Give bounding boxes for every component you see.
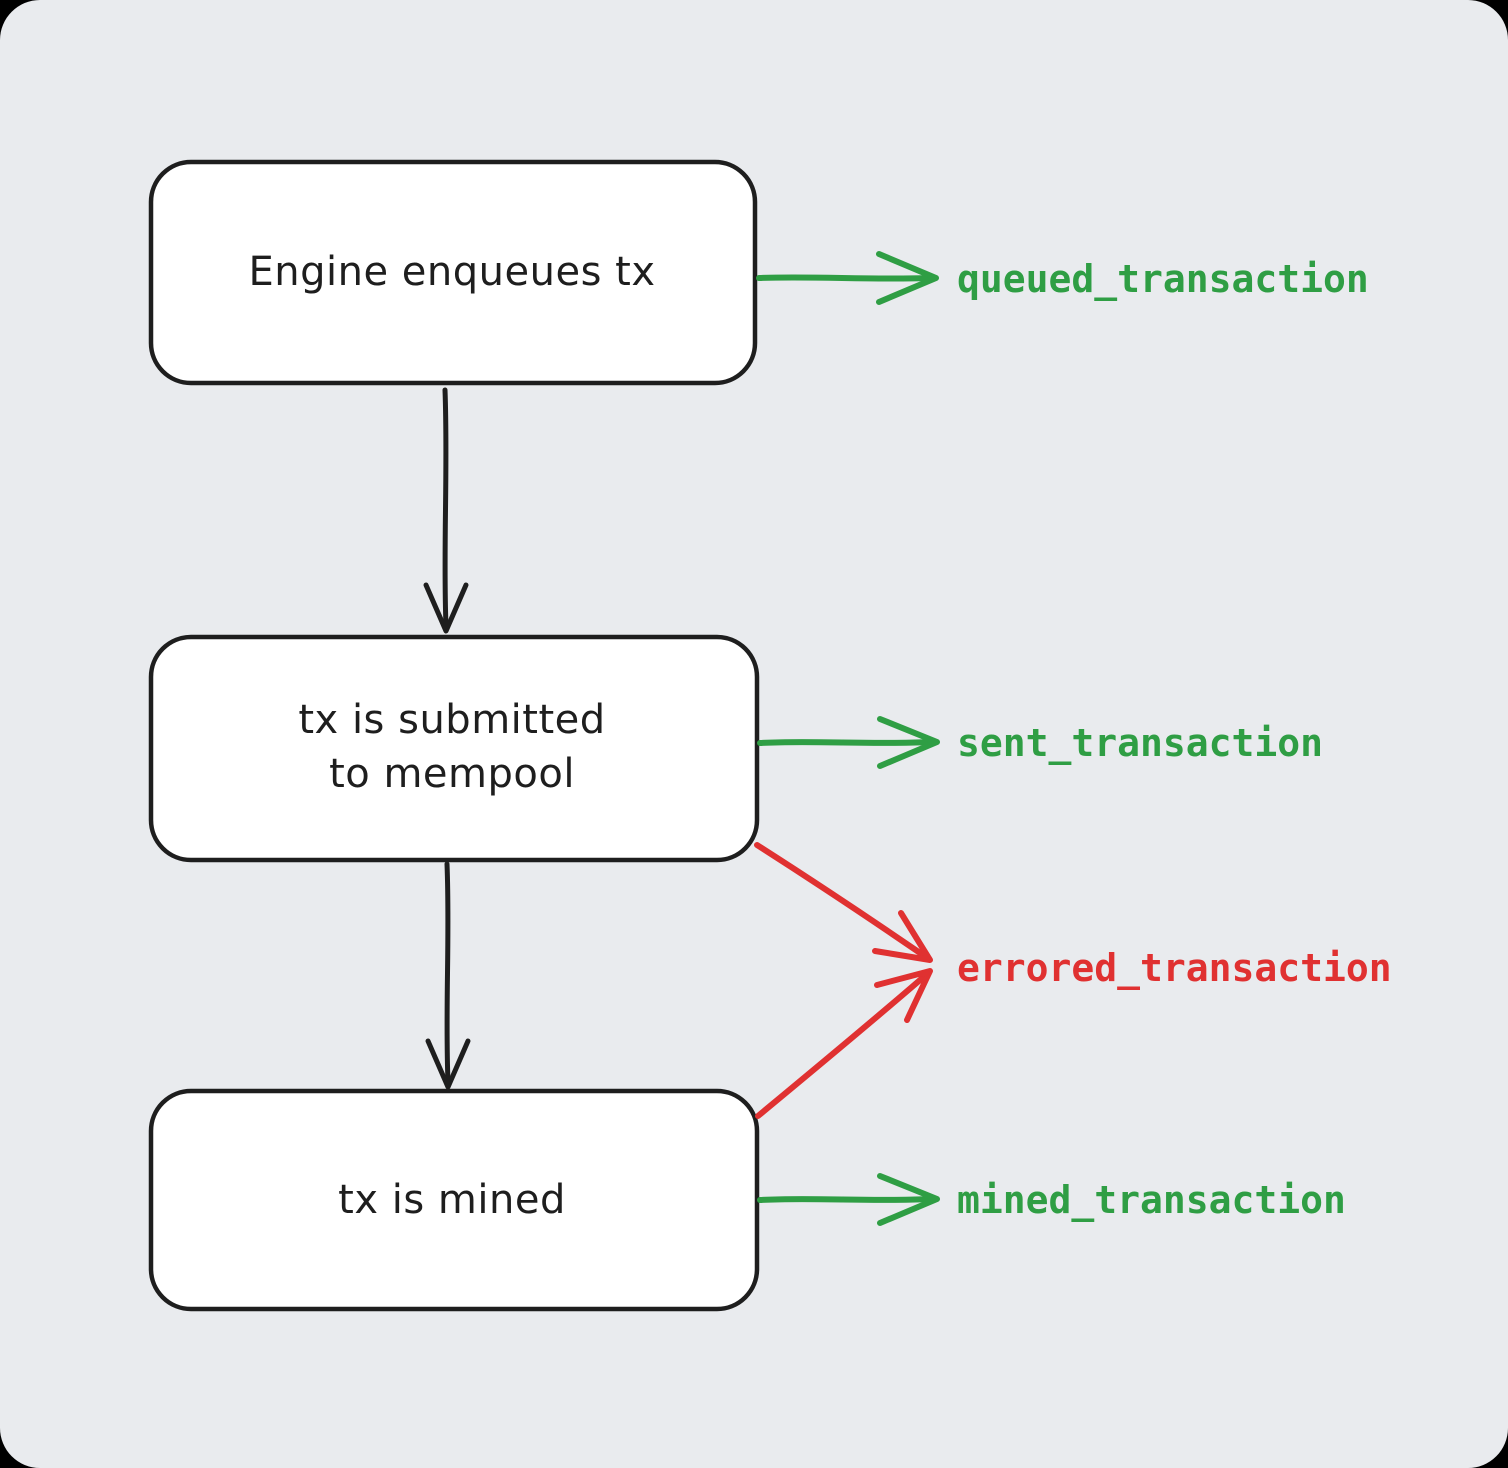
event-arrow-sent xyxy=(757,739,931,746)
event-arrow-queued xyxy=(756,274,931,282)
event-arrow-mined xyxy=(757,1196,931,1203)
event-arrowhead-queued xyxy=(876,251,939,305)
node-label-tx-submitted-mempool: tx is submitted to mempool xyxy=(298,697,606,797)
event-label-errored-transaction: errored_transaction xyxy=(957,946,1392,990)
event-label-sent-transaction: sent_transaction xyxy=(957,721,1324,765)
event-arrow-errored-from-mined xyxy=(755,971,930,1119)
node-label-tx-mined: tx is mined xyxy=(338,1177,566,1223)
event-arrowhead-errored-from-submit xyxy=(872,910,933,963)
event-label-queued-transaction: queued_transaction xyxy=(957,257,1369,301)
node-label-engine-enqueues-tx: Engine enqueues tx xyxy=(248,249,656,295)
node-box-tx-submitted-mempool xyxy=(148,634,760,863)
flow-arrow-submit-to-mined xyxy=(444,861,451,1085)
event-arrowhead-errored-from-mined xyxy=(874,968,933,1023)
flow-arrow-enqueue-to-submit xyxy=(442,387,449,629)
event-label-mined-transaction: mined_transaction xyxy=(957,1178,1346,1222)
event-arrow-errored-from-submit xyxy=(754,842,929,960)
flow-arrowhead-enqueue-to-submit xyxy=(423,582,469,634)
event-arrowhead-mined xyxy=(877,1173,940,1226)
flow-arrowhead-submit-to-mined xyxy=(425,1038,471,1090)
event-arrowhead-sent xyxy=(877,716,940,769)
node-box-engine-enqueues-tx xyxy=(148,159,758,386)
